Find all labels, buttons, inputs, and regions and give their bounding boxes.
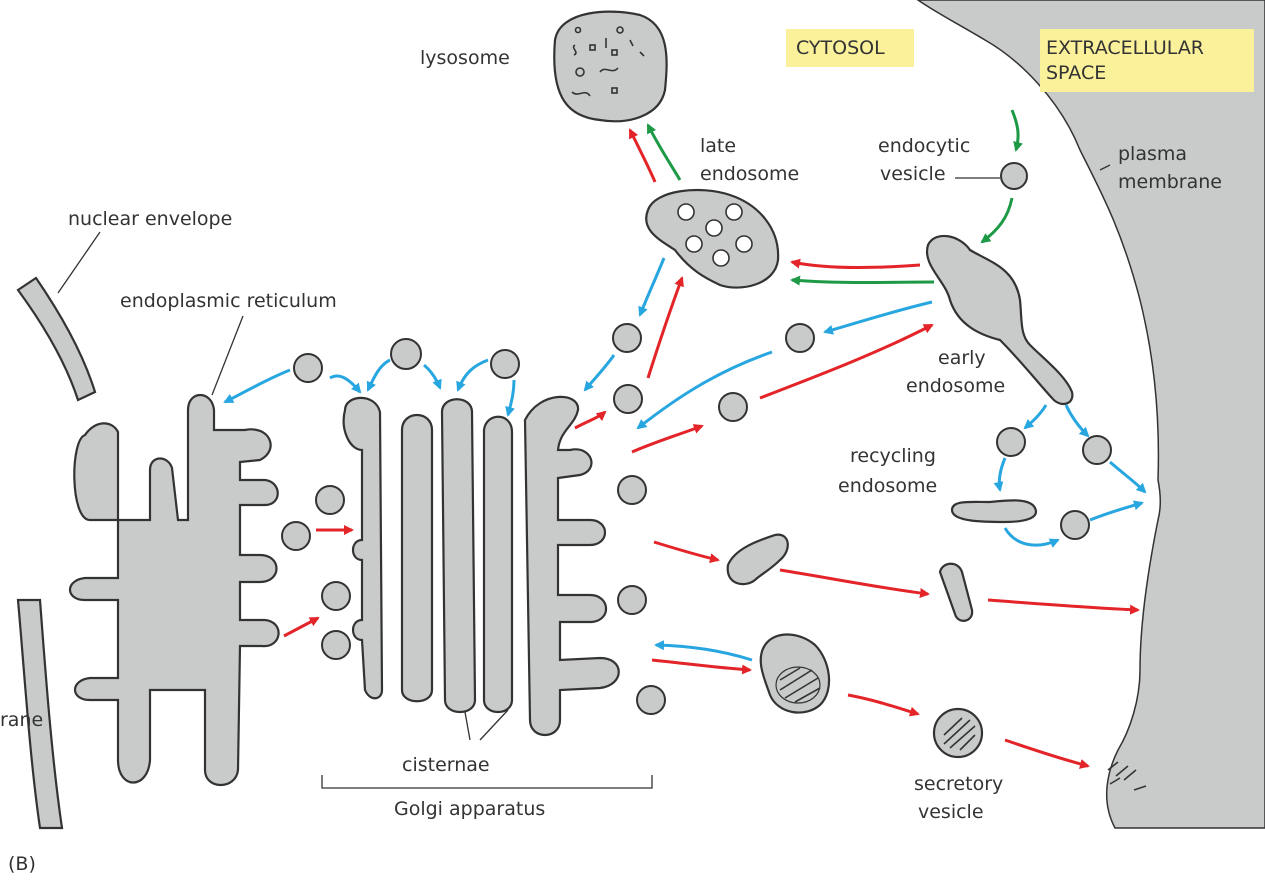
mature-secretory-vesicle — [934, 709, 982, 757]
label-late-endosome-1: late — [700, 135, 736, 157]
label-recycling-endosome-2: endosome — [838, 475, 937, 497]
vesicle — [614, 385, 642, 413]
recycling-endosome — [952, 500, 1036, 522]
golgi-cisterna-4 — [484, 417, 512, 712]
label-nuclear-envelope: nuclear envelope — [68, 208, 232, 230]
label-cytosol: CYTOSOL — [796, 37, 885, 59]
vesicle — [719, 393, 747, 421]
nuclear-envelope — [18, 278, 95, 400]
vesicle — [491, 350, 519, 378]
golgi-cis-cisterna — [344, 398, 382, 698]
vesicle — [282, 522, 310, 550]
golgi-trans-cisterna — [525, 397, 619, 735]
label-golgi-apparatus: Golgi apparatus — [394, 798, 545, 820]
label-secretory-1: secretory — [914, 773, 1003, 795]
label-lysosome: lysosome — [420, 47, 510, 69]
label-extracellular-1: EXTRACELLULAR — [1046, 37, 1204, 59]
label-plasma-1: plasma — [1118, 143, 1187, 165]
vesicle — [322, 582, 350, 610]
lysosome — [554, 12, 666, 122]
endoplasmic-reticulum — [70, 395, 279, 785]
label-early-endosome-1: early — [938, 347, 986, 369]
golgi-bracket — [322, 775, 652, 788]
leader-cisternae-1 — [465, 712, 470, 740]
vesicle — [618, 476, 646, 504]
label-endoplasmic-reticulum: endoplasmic reticulum — [120, 290, 337, 312]
vesicle — [637, 686, 665, 714]
leader-endoplasmic-reticulum — [212, 316, 243, 395]
leader-cisternae-2 — [480, 710, 508, 740]
golgi-cisterna-2 — [402, 415, 432, 701]
label-cisternae: cisternae — [402, 754, 490, 776]
label-panel: (B) — [8, 853, 36, 875]
vesicle — [786, 324, 814, 352]
vesicle — [1061, 511, 1089, 539]
label-secretory-2: vesicle — [918, 801, 984, 823]
leader-nuclear-envelope — [58, 232, 100, 293]
golgi-cisterna-3 — [442, 399, 475, 712]
label-extracellular-2: SPACE — [1046, 62, 1106, 84]
granule-core-1 — [776, 667, 820, 703]
label-early-endosome-2: endosome — [906, 375, 1005, 397]
endocytic-vesicle — [1001, 163, 1027, 189]
vesicle — [391, 339, 421, 369]
plasma-membrane — [918, 0, 1265, 828]
transport-carrier-2 — [940, 564, 972, 621]
vesicle — [1083, 436, 1111, 464]
vesicle — [613, 324, 641, 352]
vesicle — [316, 486, 344, 514]
vesicle — [618, 586, 646, 614]
vesicle — [322, 631, 350, 659]
transport-carrier — [728, 535, 788, 584]
vesicle — [997, 428, 1025, 456]
label-endocytic-2: vesicle — [880, 163, 946, 185]
label-membrane-partial: rane — [0, 709, 43, 731]
late-endosome — [646, 190, 778, 288]
vesicle — [294, 354, 322, 382]
label-plasma-2: membrane — [1118, 171, 1222, 193]
label-recycling-endosome-1: recycling — [850, 445, 936, 467]
label-late-endosome-2: endosome — [700, 163, 799, 185]
label-endocytic-1: endocytic — [878, 135, 970, 157]
